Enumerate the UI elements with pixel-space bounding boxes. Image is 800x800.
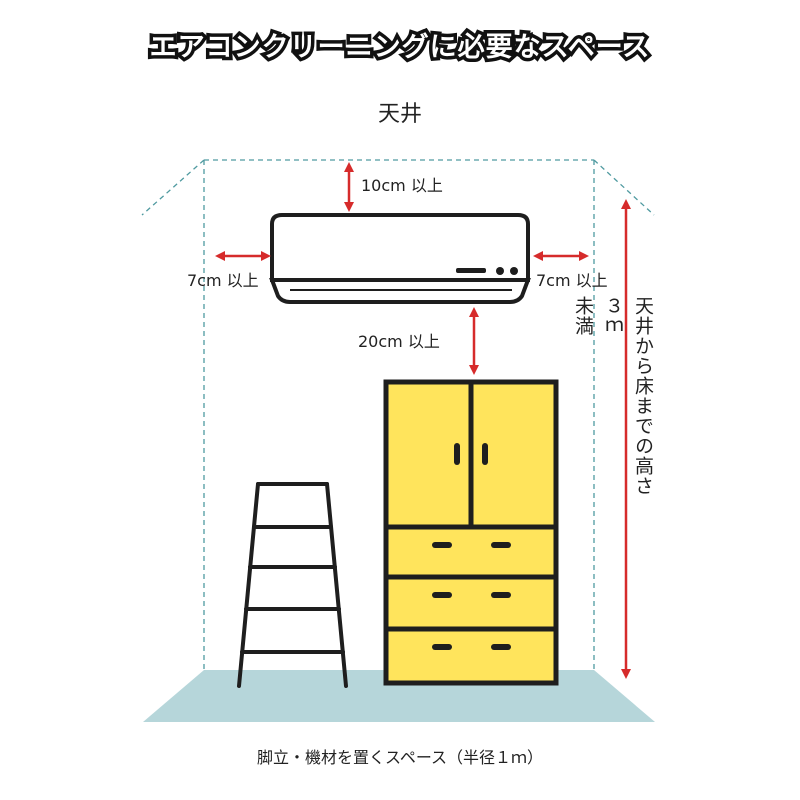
height-note-line1: 天井から床までの高さ bbox=[632, 296, 654, 496]
air-conditioner-icon bbox=[269, 213, 531, 304]
diagram-title: エアコンクリーニングに必要なスペース bbox=[146, 31, 653, 65]
clearance-arrows bbox=[215, 162, 631, 679]
bottom-clearance-label: 20cm 以上 bbox=[358, 332, 440, 351]
top-clearance-label: 10cm 以上 bbox=[361, 176, 443, 195]
cabinet-icon bbox=[383, 379, 559, 686]
height-note-value: ３ｍ bbox=[602, 296, 624, 336]
room-outline bbox=[141, 159, 655, 670]
stepladder-icon bbox=[237, 482, 348, 688]
left-clearance-label: 7cm 以上 bbox=[187, 271, 259, 290]
height-note-line2: 未満 bbox=[572, 296, 594, 336]
ceiling-label: 天井 bbox=[377, 102, 422, 127]
floor-space-label: 脚立・機材を置くスペース（半径１ｍ） bbox=[256, 748, 544, 767]
height-note: 天井から床までの高さ ３ｍ 未満 bbox=[572, 296, 658, 496]
right-clearance-label: 7cm 以上 bbox=[536, 271, 608, 290]
